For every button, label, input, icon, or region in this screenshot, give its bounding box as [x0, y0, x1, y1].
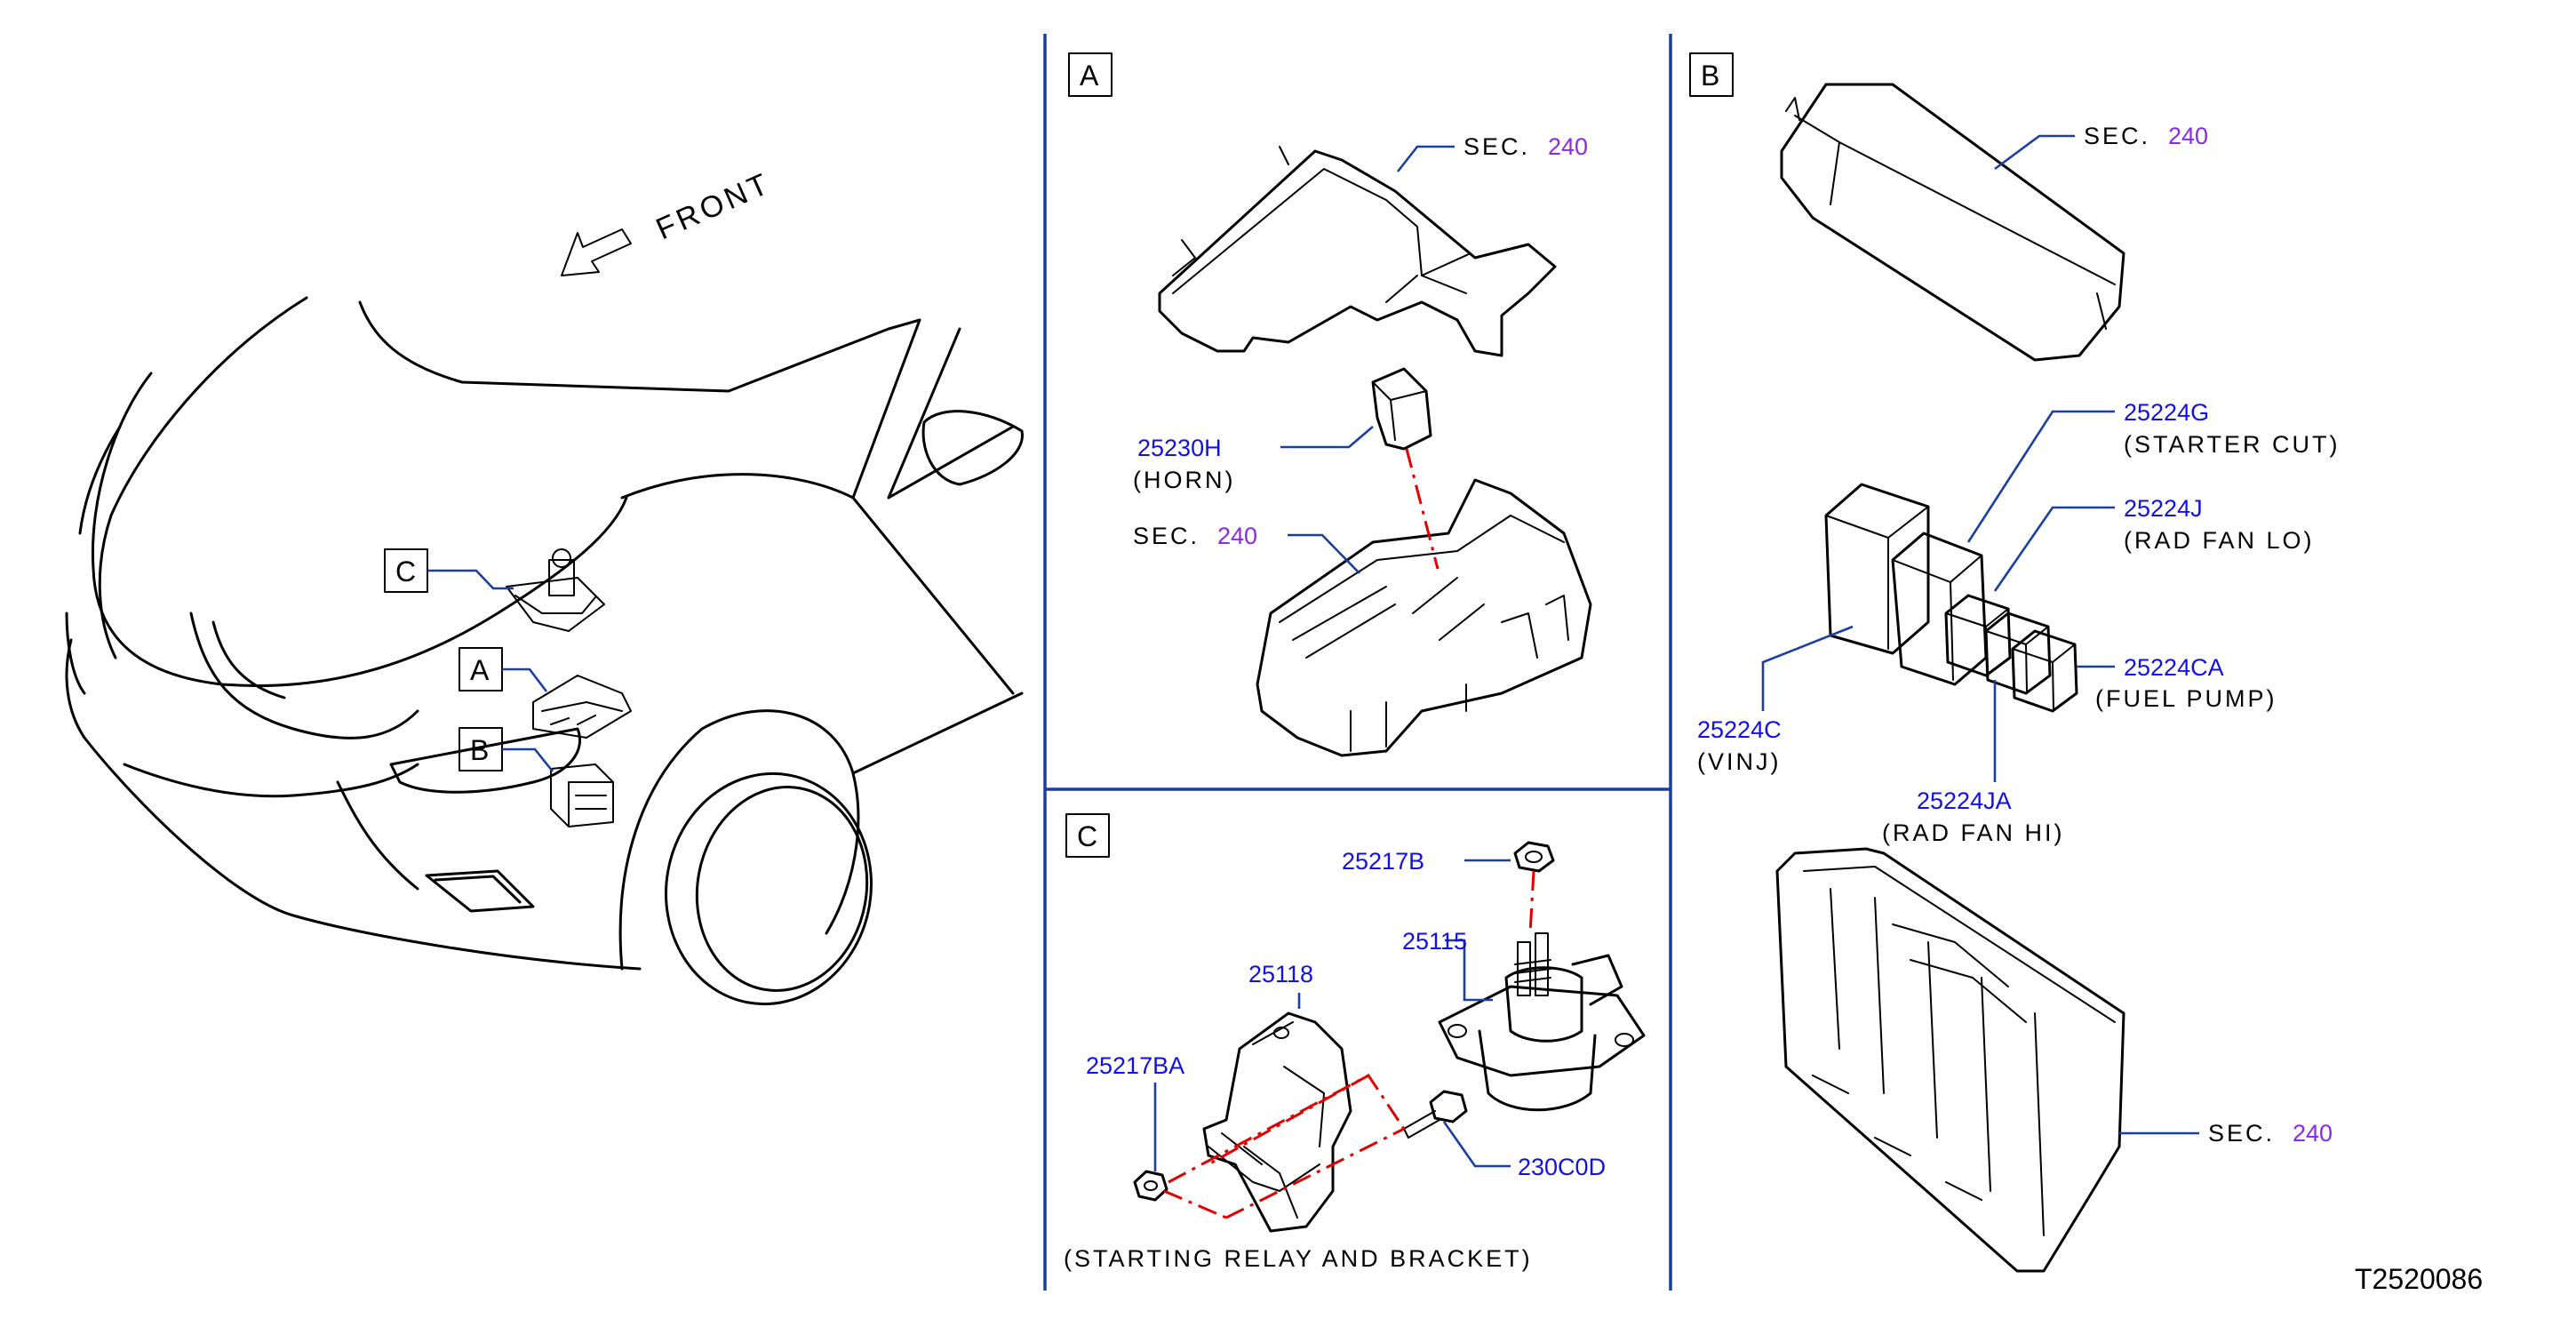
relay-starter-cut [1891, 532, 1988, 686]
relay-vinj [1824, 483, 1930, 655]
panel-a-base-sec-num: 240 [1217, 523, 1257, 549]
panel-a-label: A [1080, 60, 1099, 92]
vehicle-overview: FRONT [65, 166, 1024, 1006]
part-25224J: 25224J [2124, 495, 2203, 522]
part-25224G: 25224G [2124, 399, 2209, 426]
panel-b-base-sec: SEC. [2208, 1120, 2275, 1147]
panel-b: B [1689, 52, 2341, 1273]
panel-a-cover-sec: SEC. [1463, 133, 1530, 160]
part-25217BA: 25217BA [1086, 1052, 1184, 1079]
panel-b-base-sec-num: 240 [2293, 1120, 2333, 1147]
starting-relay-25115 [1438, 932, 1646, 1112]
part-230C0D: 230C0D [1518, 1154, 1606, 1180]
relay-fuel-pump [2011, 629, 2078, 713]
front-label: FRONT [651, 166, 777, 246]
panel-b-cover-sec-num: 240 [2168, 123, 2208, 149]
horn-relay [1371, 367, 1432, 451]
panel-c-label: C [1077, 820, 1097, 852]
callout-a-label: A [470, 654, 490, 686]
callout-c-label: C [395, 556, 416, 588]
part-25224JA: 25224JA [1917, 787, 2012, 814]
front-arrow-icon [561, 228, 632, 276]
relay-box-base-b [1775, 847, 2125, 1273]
part-25224CA-desc: (FUEL PUMP) [2095, 685, 2277, 712]
part-25224J-desc: (RAD FAN LO) [2124, 527, 2315, 554]
panel-a-cover-sec-num: 240 [1548, 133, 1588, 160]
part-25224C: 25224C [1697, 716, 1782, 743]
nut-25217BA [1133, 1170, 1168, 1202]
part-25217B: 25217B [1342, 848, 1424, 875]
panel-c: C [1064, 813, 1646, 1272]
part-25224CA: 25224CA [2124, 654, 2224, 681]
part-25115: 25115 [1402, 928, 1467, 955]
panel-a-base-sec: SEC. [1133, 523, 1200, 549]
callout-b-label: B [470, 734, 489, 766]
part-25230H: 25230H [1137, 435, 1222, 461]
part-25230H-desc: (HORN) [1133, 467, 1235, 493]
panel-a: A SEC. 240 25230H (HORN) SEC. [1068, 52, 1592, 757]
panel-dividers [1043, 34, 1672, 1291]
part-25224G-desc: (STARTER CUT) [2124, 431, 2341, 458]
starting-relay-mini [506, 548, 605, 632]
panel-b-label: B [1701, 60, 1719, 92]
part-25224C-desc: (VINJ) [1697, 748, 1782, 775]
relay-box-cover-b [1780, 83, 2125, 362]
part-25118: 25118 [1248, 961, 1313, 987]
drawing-number: T2520086 [2355, 1263, 2483, 1295]
part-25224JA-desc: (RAD FAN HI) [1882, 819, 2065, 846]
bolt-230C0D [1403, 1090, 1468, 1139]
panel-c-caption: (STARTING RELAY AND BRACKET) [1064, 1245, 1533, 1272]
fuse-box-cover-a [1158, 146, 1557, 357]
relay-box-b-mini [550, 763, 614, 827]
bracket-25118 [1202, 1011, 1352, 1233]
fuse-box-base-a [1256, 478, 1592, 757]
fuse-box-a-mini [532, 675, 632, 739]
nut-25217B [1513, 841, 1555, 873]
panel-b-cover-sec: SEC. [2084, 123, 2150, 149]
